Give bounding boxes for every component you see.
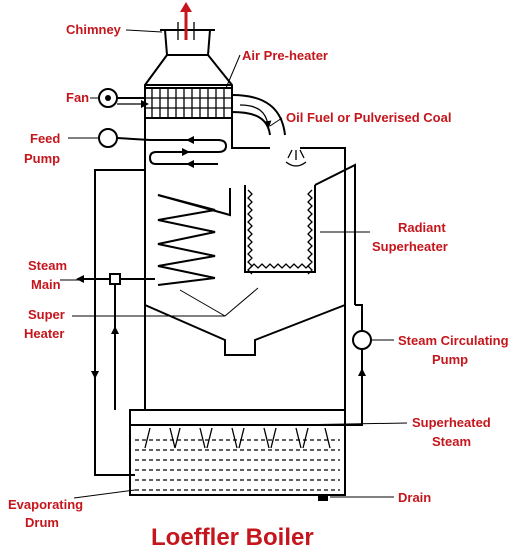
label-circulating-pump-1: Steam Circulating xyxy=(398,333,509,348)
label-drain: Drain xyxy=(398,490,431,505)
label-air-preheater: Air Pre-heater xyxy=(242,48,328,63)
label-superheated-steam-2: Steam xyxy=(432,434,471,449)
air-duct xyxy=(231,94,286,136)
furnace-shell xyxy=(144,118,346,410)
chimney xyxy=(144,2,233,100)
pipework xyxy=(76,169,372,476)
label-fan: Fan xyxy=(66,90,89,105)
label-super-heater-2: Heater xyxy=(24,326,64,341)
label-fuel: Oil Fuel or Pulverised Coal xyxy=(286,110,451,125)
air-preheater xyxy=(144,87,233,119)
label-steam-main-2: Main xyxy=(31,277,61,292)
fan xyxy=(98,88,149,108)
label-radiant-superheater-2: Superheater xyxy=(372,239,448,254)
label-circulating-pump-2: Pump xyxy=(432,352,468,367)
label-chimney: Chimney xyxy=(66,22,122,37)
diagram-title: Loeffler Boiler xyxy=(151,524,314,551)
label-steam-main-1: Steam xyxy=(28,258,67,273)
label-evaporating-drum-2: Drum xyxy=(25,515,59,530)
label-radiant-superheater-1: Radiant xyxy=(398,220,446,235)
label-evaporating-drum-1: Evaporating xyxy=(8,497,83,512)
evaporating-drum xyxy=(129,409,346,501)
convection-superheater xyxy=(157,188,231,286)
feed-coil xyxy=(148,136,228,168)
label-feed-pump-1: Feed xyxy=(30,131,60,146)
burner xyxy=(285,149,307,167)
leader-lines xyxy=(60,29,408,499)
label-super-heater-1: Super xyxy=(28,307,65,322)
radiant-superheater xyxy=(244,163,356,305)
label-superheated-steam-1: Superheated xyxy=(412,415,491,430)
feed-pump xyxy=(98,128,151,148)
label-feed-pump-2: Pump xyxy=(24,151,60,166)
